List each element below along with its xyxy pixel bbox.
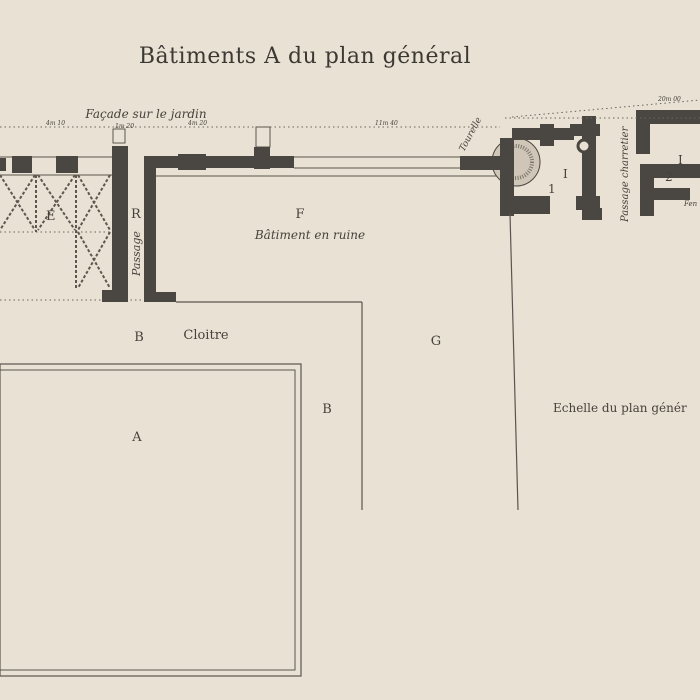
room-label: 1 (548, 182, 556, 196)
dimension-d2: 1m 20 (115, 123, 134, 130)
echelle-label: Echelle du plan génér (553, 401, 687, 415)
room-label: I (563, 167, 568, 181)
room-label: 2 (665, 170, 673, 184)
timber-framing (0, 174, 111, 290)
passage-walls (102, 146, 176, 302)
pier-outline (112, 128, 126, 144)
dimension-d3: 4m 20 (187, 120, 207, 127)
area-e-letter: E (46, 209, 56, 224)
area-b-letter: B (322, 402, 332, 417)
dimension-d4: 11m 40 (375, 120, 398, 127)
cloitre-label: Cloitre (183, 328, 229, 343)
plan-title: Bâtiments A du plan général (139, 44, 471, 69)
facade-wall-left (0, 156, 120, 176)
pier-outline (255, 126, 271, 148)
dimension-d5: 20m 00 (657, 96, 681, 103)
area-a-letter: A (131, 430, 142, 445)
area-f-letter: F (295, 207, 304, 222)
room-label: I (678, 153, 683, 167)
cloister-lines (0, 213, 519, 677)
passage-label-left: Passage (130, 231, 143, 277)
right-rooms (576, 110, 700, 220)
tourelle-label: Tourelle (458, 116, 484, 154)
facade-label: Façade sur le jardin (84, 107, 206, 121)
passage-charretier-label: Passage charretier (620, 125, 631, 223)
room-label: Fen (683, 200, 698, 208)
area-b-letter: B (134, 330, 144, 345)
building-f-wall (144, 147, 500, 177)
area-g-letter: G (431, 334, 441, 349)
dimension-d1: 4m 10 (45, 120, 65, 127)
batiment-ruine-label: Bâtiment en ruine (254, 228, 365, 242)
passage-letter-r: R (131, 207, 142, 222)
